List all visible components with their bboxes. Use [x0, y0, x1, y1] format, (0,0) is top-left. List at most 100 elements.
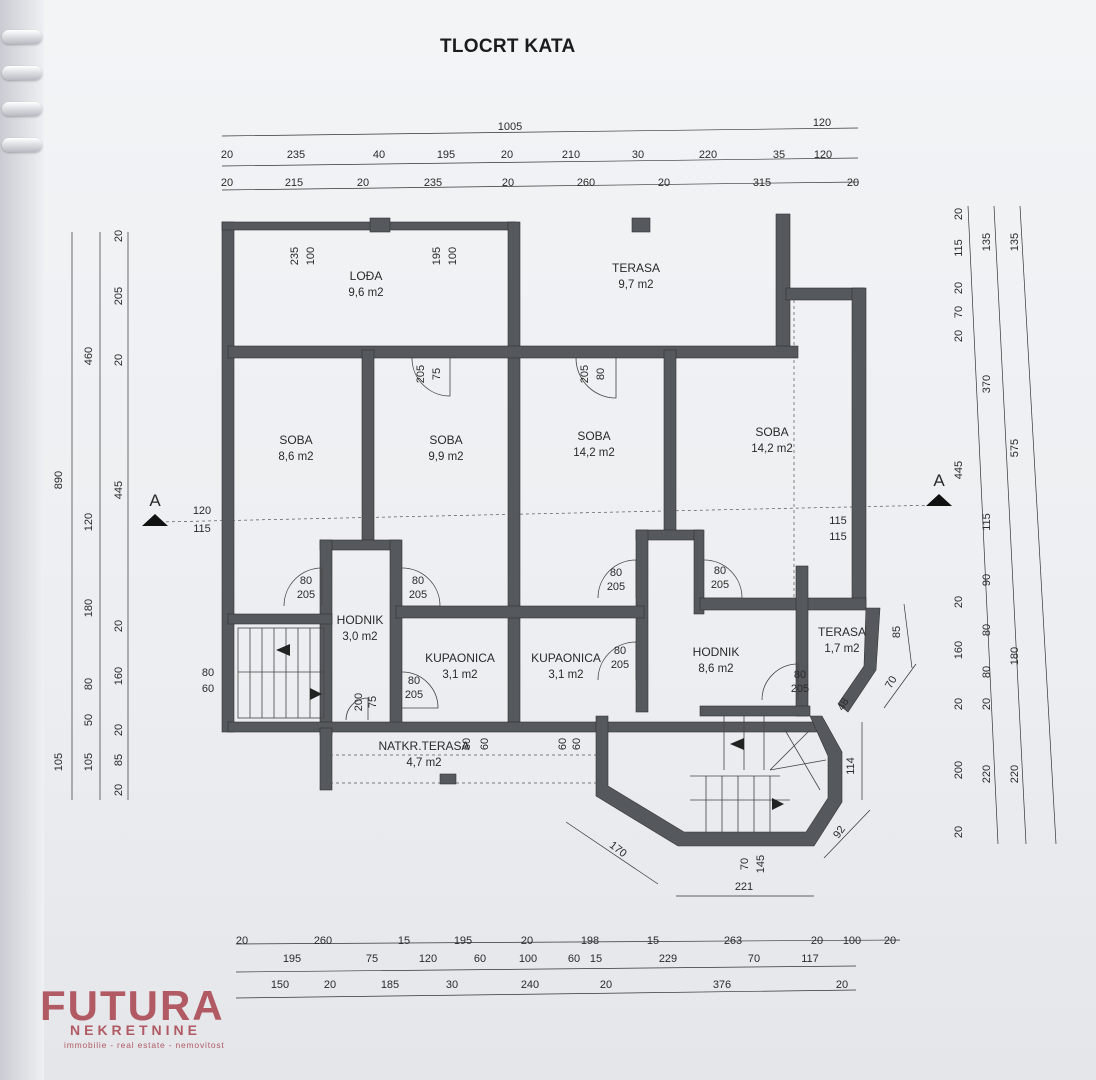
dim-top-row1: 235: [287, 149, 305, 161]
dim-top-row2: 20: [502, 177, 514, 189]
dim-top-total: 1005: [498, 121, 522, 133]
wall-east: [851, 287, 867, 609]
door-swing: [401, 567, 441, 607]
dim-top-row1: 210: [562, 149, 580, 161]
window-label: 195: [431, 247, 443, 265]
dim-bottom-row2: 15: [590, 953, 602, 965]
wall-stair-top-2: [699, 705, 811, 717]
dim-bottom-row2: 120: [419, 953, 437, 965]
wall-west: [221, 221, 235, 733]
dim-bottom-row2: 70: [748, 953, 760, 965]
dim-top-row1: 20: [501, 149, 513, 161]
dim-top-ext: 120: [813, 117, 831, 129]
dim-right-inner: 70: [953, 306, 965, 318]
dim-bottom-row2: 60: [474, 953, 486, 965]
logo-tagline: immobilie - real estate - nemovitost: [64, 1040, 225, 1050]
dim-left-mid: 50: [83, 714, 95, 726]
logo-sub-text: NEKRETNINE: [70, 1022, 202, 1038]
door-swing: [345, 697, 369, 721]
dim-right-outer: 180: [1009, 647, 1021, 665]
stair-left: [237, 627, 325, 719]
room-name-soba-4: SOBA: [755, 425, 788, 439]
dim-stair: 92: [831, 824, 848, 841]
door-label: 75: [367, 696, 379, 708]
dim-top-row1: 30: [632, 149, 644, 161]
window-label: 80: [202, 667, 214, 679]
section-line-a: [159, 504, 941, 523]
dim-right-mid: 135: [981, 233, 993, 251]
door-label: 205: [579, 365, 591, 383]
dim-right-inner: 20: [953, 596, 965, 608]
door-swing: [761, 663, 799, 701]
stair-enclosure: [595, 715, 843, 847]
pillar: [439, 773, 457, 785]
window-label: 60: [461, 738, 473, 750]
dim-left-mid: 180: [83, 599, 95, 617]
wall-soba4-bottom: [699, 597, 867, 611]
wall-natkr-post: [319, 727, 333, 791]
stair-arrow: [730, 738, 744, 750]
window-label: 85: [891, 626, 903, 638]
dim-bottom-row3: 185: [381, 979, 399, 991]
door-label: 80: [614, 645, 626, 657]
door-label: 205: [711, 579, 729, 591]
binder-ring: [2, 30, 42, 44]
dim-right-inner: 20: [953, 698, 965, 710]
room-name-soba-2: SOBA: [429, 433, 462, 447]
window-label: 115: [829, 515, 847, 527]
dim-right-mid: 80: [981, 624, 993, 636]
dim-left-inner: 85: [113, 754, 125, 766]
dim-line: [1019, 205, 1057, 845]
dim-left-inner: 20: [113, 354, 125, 366]
section-label-right: A: [933, 471, 945, 490]
window-label: 60: [479, 738, 491, 750]
dim-bottom-row1: 20: [521, 935, 533, 947]
dim-left-mid: 80: [83, 678, 95, 690]
room-area-soba-4: 14,2 m2: [751, 443, 793, 455]
dim-top-row2: 20: [221, 177, 233, 189]
window-label: 60: [571, 738, 583, 750]
door-label: 80: [408, 675, 420, 687]
dim-bottom-row2: 100: [519, 953, 537, 965]
dim-stair: 221: [735, 881, 753, 893]
window-label: 115: [193, 523, 211, 535]
dim-bottom-row1: 15: [398, 935, 410, 947]
door-swing: [411, 357, 451, 397]
stair-winder: [769, 759, 827, 771]
window-label: 235: [289, 247, 301, 265]
door-label: 205: [791, 683, 809, 695]
dim-stair: 145: [755, 855, 767, 873]
wall-south: [227, 721, 819, 733]
door-swings: [283, 357, 799, 721]
wall-hodnik2-west: [635, 529, 649, 713]
binder-ring: [2, 102, 42, 116]
stair-arrows: [276, 644, 784, 810]
dim-bottom-row1: 198: [581, 935, 599, 947]
room-area-terasa-top: 9,7 m2: [618, 279, 653, 291]
dim-top-row1: 20: [221, 149, 233, 161]
dim-top-row2: 20: [357, 177, 369, 189]
futura-logo: FUTURA NEKRETNINE immobilie - real estat…: [34, 982, 249, 1054]
dim-top-row1: 220: [699, 149, 717, 161]
room-name-kupaonica-2: KUPAONICA: [531, 651, 601, 665]
door-label: 75: [431, 368, 443, 380]
room-name-loda: LOĐA: [350, 269, 383, 283]
dim-bottom-row3: 240: [521, 979, 539, 991]
dim-top-row2: 215: [285, 177, 303, 189]
door-swing: [575, 357, 617, 399]
section-marker-left: [142, 514, 168, 526]
door-label: 80: [300, 575, 312, 587]
dim-line: [823, 809, 871, 859]
dim-top-row1: 35: [773, 149, 785, 161]
dim-right-mid: 115: [981, 513, 993, 531]
wall-stair-top: [227, 613, 333, 625]
wall-bath-top: [395, 605, 645, 619]
dim-right-inner: 115: [953, 239, 965, 257]
stair-arrow: [276, 644, 290, 656]
room-area-natkr-terasa: 4,7 m2: [406, 757, 441, 769]
dim-left-outer: 105: [53, 753, 65, 771]
section-line: [159, 300, 941, 784]
